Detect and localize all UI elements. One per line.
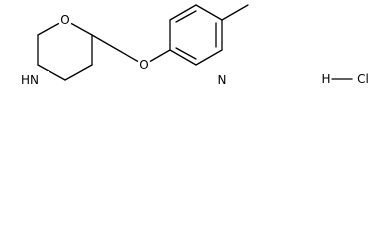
bond-c4-c3 — [169, 4, 197, 21]
morpholine-nh-label: HN — [21, 73, 39, 87]
bond-c3-n4 — [64, 64, 93, 81]
double-bond-c4-c3 — [175, 10, 197, 23]
linker — [91, 34, 171, 66]
bond-n4-c5 — [37, 64, 66, 81]
atom-mask — [21, 71, 49, 89]
ether-oxygen-label: O — [139, 58, 148, 72]
pyridine-ring — [169, 4, 223, 66]
molecule-drawing: O HN O N H Cl — [21, 4, 369, 89]
atom-mask — [137, 58, 151, 72]
atom-mask — [58, 13, 72, 27]
hcl-chlorine-label: Cl — [357, 72, 369, 86]
atom-mask — [215, 73, 229, 87]
hcl-hydrogen-label: H — [321, 72, 330, 86]
double-bond-c6-c5 — [175, 47, 197, 60]
structure-diagram: O HN O N H Cl — [21, 4, 369, 89]
morpholine-ring — [37, 19, 93, 81]
morpholine-oxygen-label: O — [60, 13, 69, 27]
bond-c2-methyl — [221, 4, 249, 21]
bond-n1-c6 — [195, 49, 223, 66]
bond-c6-c5 — [169, 49, 197, 66]
bond-c2-ch2 — [91, 34, 119, 51]
pyridine-nitrogen-label: N — [218, 73, 227, 87]
bond-c3-c2 — [195, 4, 223, 21]
